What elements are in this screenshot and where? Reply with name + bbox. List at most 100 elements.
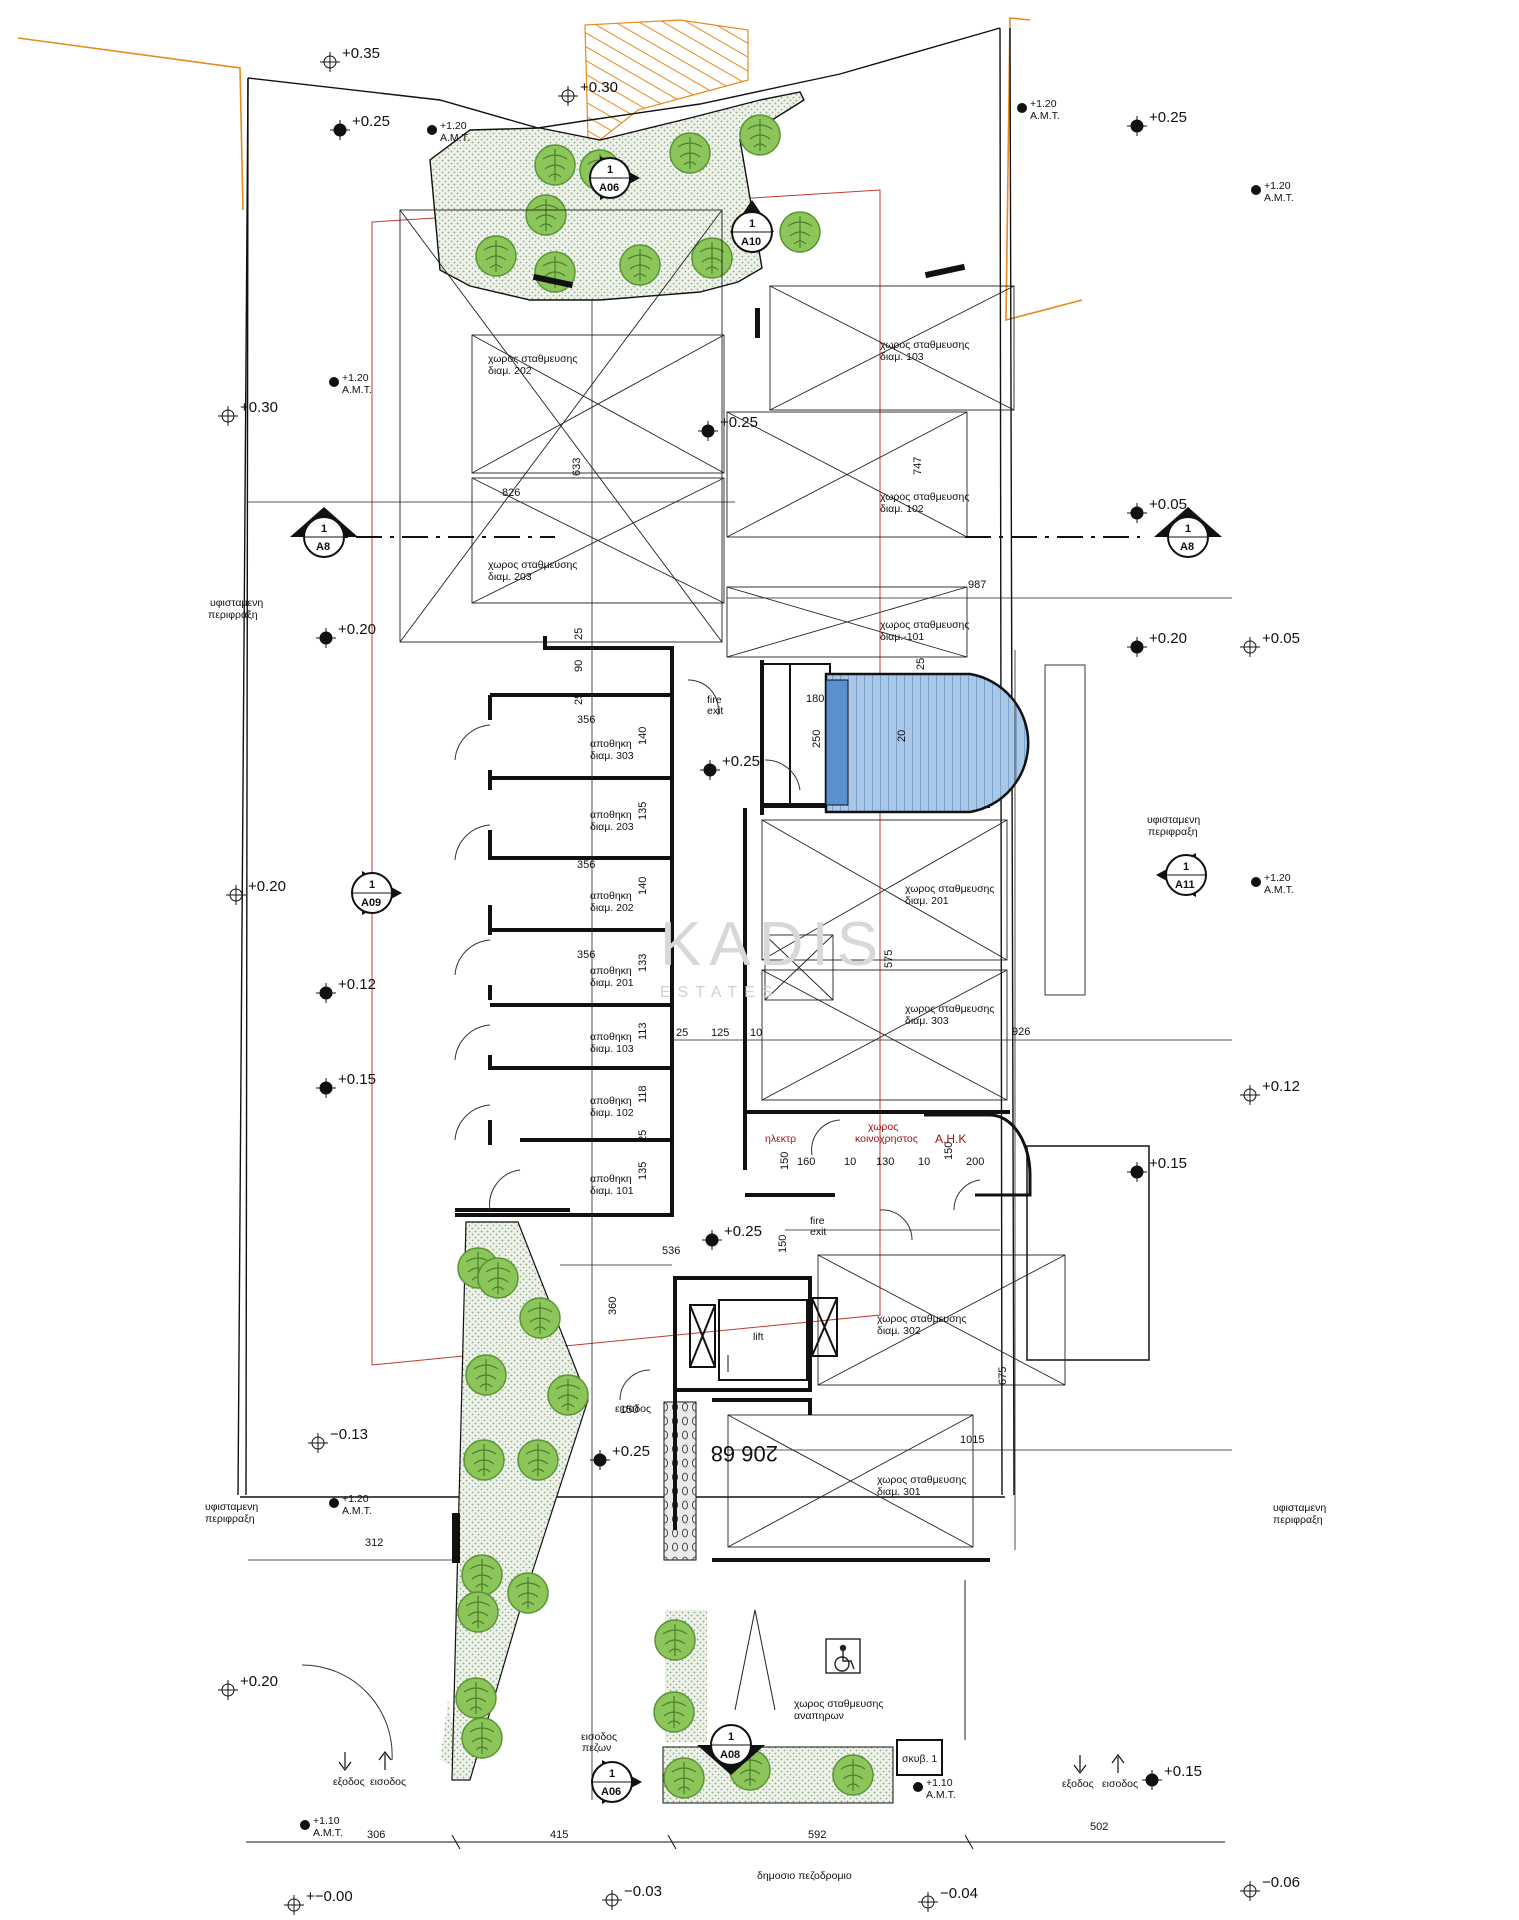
svg-text:Α.Μ.Τ.: Α.Μ.Τ.: [342, 1505, 372, 1517]
svg-text:150: 150: [777, 1235, 789, 1253]
svg-text:διαμ. 201: διαμ. 201: [590, 977, 634, 989]
svg-text:+1.20: +1.20: [440, 120, 467, 132]
svg-text:Α.Μ.Τ.: Α.Μ.Τ.: [1264, 192, 1294, 204]
svg-text:+0.15: +0.15: [1149, 1155, 1187, 1172]
svg-text:+−0.00: +−0.00: [306, 1888, 353, 1905]
level-marker: +0.15: [316, 1071, 376, 1098]
level-marker: +0.12: [1240, 1078, 1300, 1105]
svg-text:διαμ. 103: διαμ. 103: [590, 1043, 634, 1055]
level-marker: +0.25: [702, 1223, 762, 1250]
svg-text:διαμ. 202: διαμ. 202: [488, 365, 532, 377]
svg-text:διαμ. 201: διαμ. 201: [905, 895, 949, 907]
svg-text:675: 675: [997, 1367, 1009, 1385]
svg-text:χωρος σταθμευσης: χωρος σταθμευσης: [877, 1313, 966, 1325]
amt-marker: +1.20Α.Μ.Τ.: [1251, 872, 1294, 896]
svg-text:−0.03: −0.03: [624, 1883, 662, 1900]
amt-marker: +1.20Α.Μ.Τ.: [329, 1493, 372, 1517]
level-marker: +0.20: [218, 1673, 278, 1700]
svg-text:A06: A06: [599, 182, 619, 194]
svg-text:150: 150: [943, 1142, 955, 1160]
svg-text:A09: A09: [361, 897, 381, 909]
svg-text:536: 536: [662, 1245, 680, 1257]
svg-text:1: 1: [609, 1768, 615, 1780]
level-marker: +0.30: [558, 79, 618, 106]
level-marker: +0.25: [700, 753, 760, 780]
svg-text:Α.Μ.Τ.: Α.Μ.Τ.: [1264, 884, 1294, 896]
svg-text:+0.05: +0.05: [1149, 496, 1187, 513]
svg-text:747: 747: [912, 457, 924, 475]
svg-text:χωρος σταθμευσης: χωρος σταθμευσης: [880, 619, 969, 631]
svg-text:125: 125: [711, 1027, 729, 1039]
svg-text:A11: A11: [1175, 879, 1195, 891]
level-marker: +−0.00: [284, 1888, 353, 1915]
svg-text:εισοδος: εισοδος: [1102, 1778, 1138, 1790]
stair-block: [689, 663, 838, 1381]
address-number: 206 68: [711, 1441, 778, 1466]
parking-bays: [399, 209, 1086, 1548]
svg-text:+0.25: +0.25: [352, 113, 390, 130]
dimension-labels: 826 633 747 987 25 90 25 356 25 140 135 …: [365, 457, 1108, 1841]
svg-text:υφισταμενη: υφισταμενη: [1273, 1502, 1326, 1514]
svg-text:υφισταμενη: υφισταμενη: [205, 1501, 258, 1513]
level-marker: +0.15: [1127, 1155, 1187, 1182]
svg-text:Α.Η.Κ: Α.Η.Κ: [935, 1132, 966, 1146]
svg-text:υφισταμενη: υφισταμενη: [210, 597, 263, 609]
svg-text:αναπηρων: αναπηρων: [794, 1710, 844, 1722]
svg-text:90: 90: [573, 660, 585, 672]
svg-text:133: 133: [637, 954, 649, 972]
svg-text:δημοσιο πεζοδρομιο: δημοσιο πεζοδρομιο: [757, 1870, 852, 1882]
svg-text:χωρος σταθμευσης: χωρος σταθμευσης: [905, 883, 994, 895]
svg-text:360: 360: [607, 1297, 619, 1315]
svg-text:415: 415: [550, 1829, 568, 1841]
svg-text:1: 1: [749, 218, 755, 230]
svg-text:135: 135: [637, 1162, 649, 1180]
svg-text:διαμ.-101: διαμ.-101: [880, 631, 924, 643]
railing-segments: [452, 263, 966, 1563]
grid-lines: [248, 300, 1232, 1800]
svg-text:+0.20: +0.20: [240, 1673, 278, 1690]
svg-text:αποθηκη: αποθηκη: [590, 1173, 632, 1185]
svg-text:+0.25: +0.25: [1149, 109, 1187, 126]
watermark-sub: ESTATES: [660, 984, 780, 1001]
svg-text:αποθηκη: αποθηκη: [590, 1031, 632, 1043]
svg-text:χωρος σταθμευσης: χωρος σταθμευσης: [794, 1698, 883, 1710]
svg-text:exit: exit: [707, 705, 723, 717]
svg-text:αποθηκη: αποθηκη: [590, 809, 632, 821]
svg-text:633: 633: [571, 458, 583, 476]
amt-marker: +1.20Α.Μ.Τ.: [1017, 98, 1060, 122]
svg-text:987: 987: [968, 579, 986, 591]
svg-text:ηλεκτρ: ηλεκτρ: [765, 1133, 796, 1145]
svg-text:+0.30: +0.30: [240, 399, 278, 416]
level-marker: +0.12: [316, 976, 376, 1003]
amt-marker: +1.20Α.Μ.Τ.: [427, 120, 470, 144]
svg-text:+0.12: +0.12: [1262, 1078, 1300, 1095]
svg-text:+0.20: +0.20: [1149, 630, 1187, 647]
svg-text:+1.10: +1.10: [313, 1815, 340, 1827]
svg-text:118: 118: [637, 1085, 649, 1103]
svg-text:εισοδος: εισοδος: [615, 1403, 651, 1415]
skyb-box: [896, 1739, 943, 1776]
svg-text:εισοδος: εισοδος: [370, 1776, 406, 1788]
svg-text:αποθηκη: αποθηκη: [590, 890, 632, 902]
svg-text:χωρος: χωρος: [868, 1121, 898, 1133]
svg-text:20: 20: [896, 730, 908, 742]
svg-text:926: 926: [1012, 1026, 1030, 1038]
svg-text:περιφραξη: περιφραξη: [208, 609, 258, 621]
svg-text:180: 180: [806, 693, 824, 705]
parking-labels: χωρος σταθμευσης διαμ. 202 χωρος σταθμευσ…: [488, 339, 994, 1722]
svg-text:+0.15: +0.15: [338, 1071, 376, 1088]
svg-text:+1.20: +1.20: [1030, 98, 1057, 110]
level-marker: −0.13: [308, 1426, 368, 1453]
level-marker: +0.30: [218, 399, 278, 426]
svg-text:1: 1: [369, 879, 375, 891]
door-swings: [301, 679, 981, 1761]
amt-marker: +1.20Α.Μ.Τ.: [329, 372, 372, 396]
level-marker: +0.35: [320, 45, 380, 72]
svg-text:fire: fire: [707, 694, 722, 706]
svg-text:575: 575: [883, 950, 895, 968]
svg-text:διαμ. 303: διαμ. 303: [590, 750, 634, 762]
svg-text:κοινοχρηστος: κοινοχρηστος: [855, 1133, 918, 1145]
wheelchair-icon: [825, 1638, 861, 1674]
svg-text:1: 1: [607, 164, 613, 176]
